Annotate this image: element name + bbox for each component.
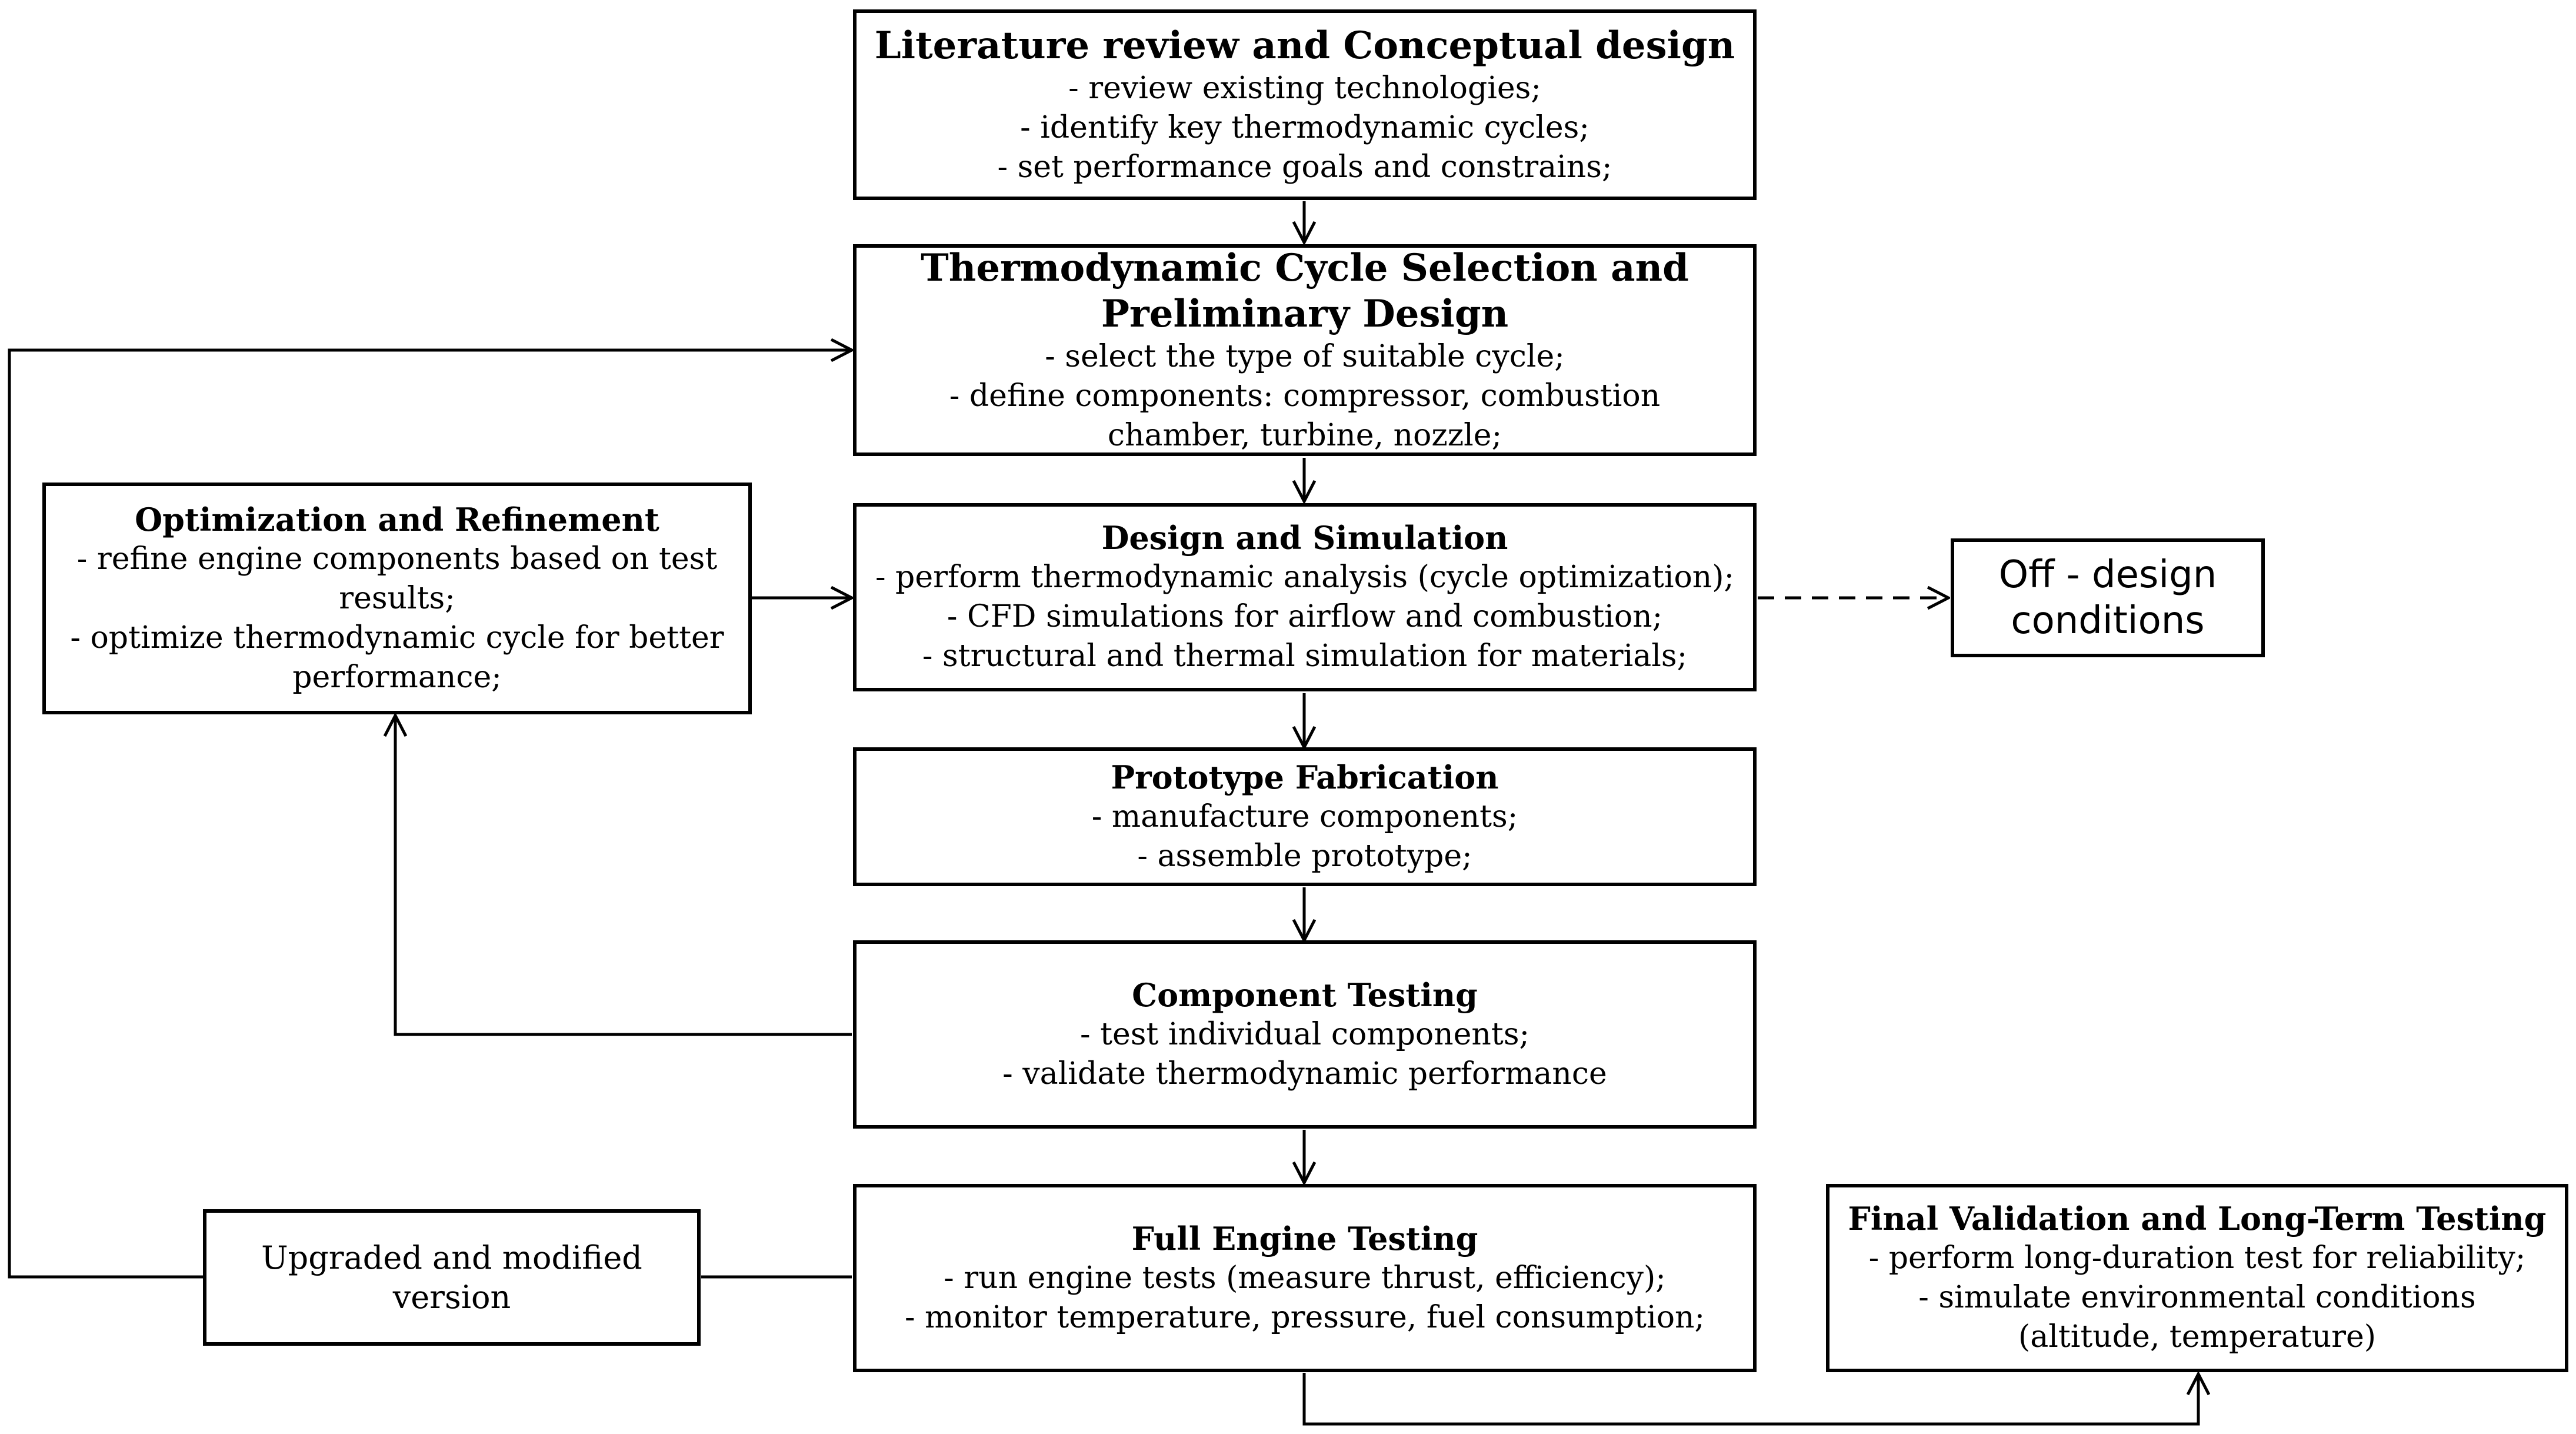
arrow-component-to-optimization bbox=[395, 716, 852, 1036]
box-line: - simulate environmental conditions (alt… bbox=[1918, 1280, 2476, 1355]
box-line: - structural and thermal simulation for … bbox=[922, 638, 1688, 674]
box-line: - CFD simulations for airflow and combus… bbox=[947, 599, 1663, 634]
prototype-fabrication-box: Prototype Fabrication - manufacture comp… bbox=[853, 747, 1757, 886]
box-line: - manufacture components; bbox=[1091, 798, 1518, 834]
upgraded-label: Upgraded and modified version bbox=[261, 1239, 642, 1316]
box-title: Prototype Fabrication bbox=[1111, 758, 1499, 796]
box-line: - monitor temperature, pressure, fuel co… bbox=[904, 1299, 1705, 1335]
thermodynamic-cycle-box: Thermodynamic Cycle Selection and Prelim… bbox=[853, 244, 1757, 456]
box-line: - select the type of suitable cycle; bbox=[1045, 338, 1565, 374]
box-line: - perform long-duration test for reliabi… bbox=[1868, 1240, 2526, 1276]
component-testing-box: Component Testing - test individual comp… bbox=[853, 940, 1757, 1129]
design-simulation-box: Design and Simulation - perform thermody… bbox=[853, 503, 1757, 691]
box-title: Optimization and Refinement bbox=[135, 500, 659, 538]
arrow-upgraded-to-thermo bbox=[8, 350, 852, 1279]
box-line: - run engine tests (measure thrust, effi… bbox=[944, 1260, 1666, 1296]
box-title: Thermodynamic Cycle Selection and Prelim… bbox=[921, 245, 1689, 336]
box-line: - test individual components; bbox=[1079, 1016, 1530, 1052]
full-engine-testing-box: Full Engine Testing - run engine tests (… bbox=[853, 1184, 1757, 1372]
box-line: - refine engine components based on test… bbox=[76, 541, 718, 616]
upgraded-version-box: Upgraded and modified version bbox=[203, 1209, 701, 1346]
box-title: Final Validation and Long-Term Testing bbox=[1848, 1200, 2547, 1237]
box-title: Literature review and Conceptual design bbox=[874, 23, 1735, 68]
box-line: - perform thermodynamic analysis (cycle … bbox=[875, 560, 1735, 595]
box-line: - set performance goals and constrains; bbox=[997, 149, 1612, 185]
off-design-label: Off - design conditions bbox=[1998, 553, 2217, 643]
optimization-refinement-box: Optimization and Refinement - refine eng… bbox=[42, 483, 752, 714]
box-line: - validate thermodynamic performance bbox=[1002, 1056, 1607, 1092]
arrow-fullengine-to-final bbox=[1302, 1373, 2198, 1426]
final-validation-box: Final Validation and Long-Term Testing -… bbox=[1826, 1184, 2568, 1372]
off-design-box: Off - design conditions bbox=[1951, 538, 2265, 657]
box-line: - identify key thermodynamic cycles; bbox=[1020, 109, 1589, 145]
box-line: - assemble prototype; bbox=[1137, 838, 1472, 874]
box-title: Component Testing bbox=[1132, 976, 1478, 1014]
box-line: - define components: compressor, combust… bbox=[949, 378, 1661, 453]
box-title: Design and Simulation bbox=[1101, 519, 1508, 557]
box-line: - review existing technologies; bbox=[1068, 70, 1541, 106]
box-line: - optimize thermodynamic cycle for bette… bbox=[70, 620, 724, 695]
literature-review-box: Literature review and Conceptual design … bbox=[853, 9, 1757, 200]
box-title: Full Engine Testing bbox=[1131, 1219, 1478, 1257]
